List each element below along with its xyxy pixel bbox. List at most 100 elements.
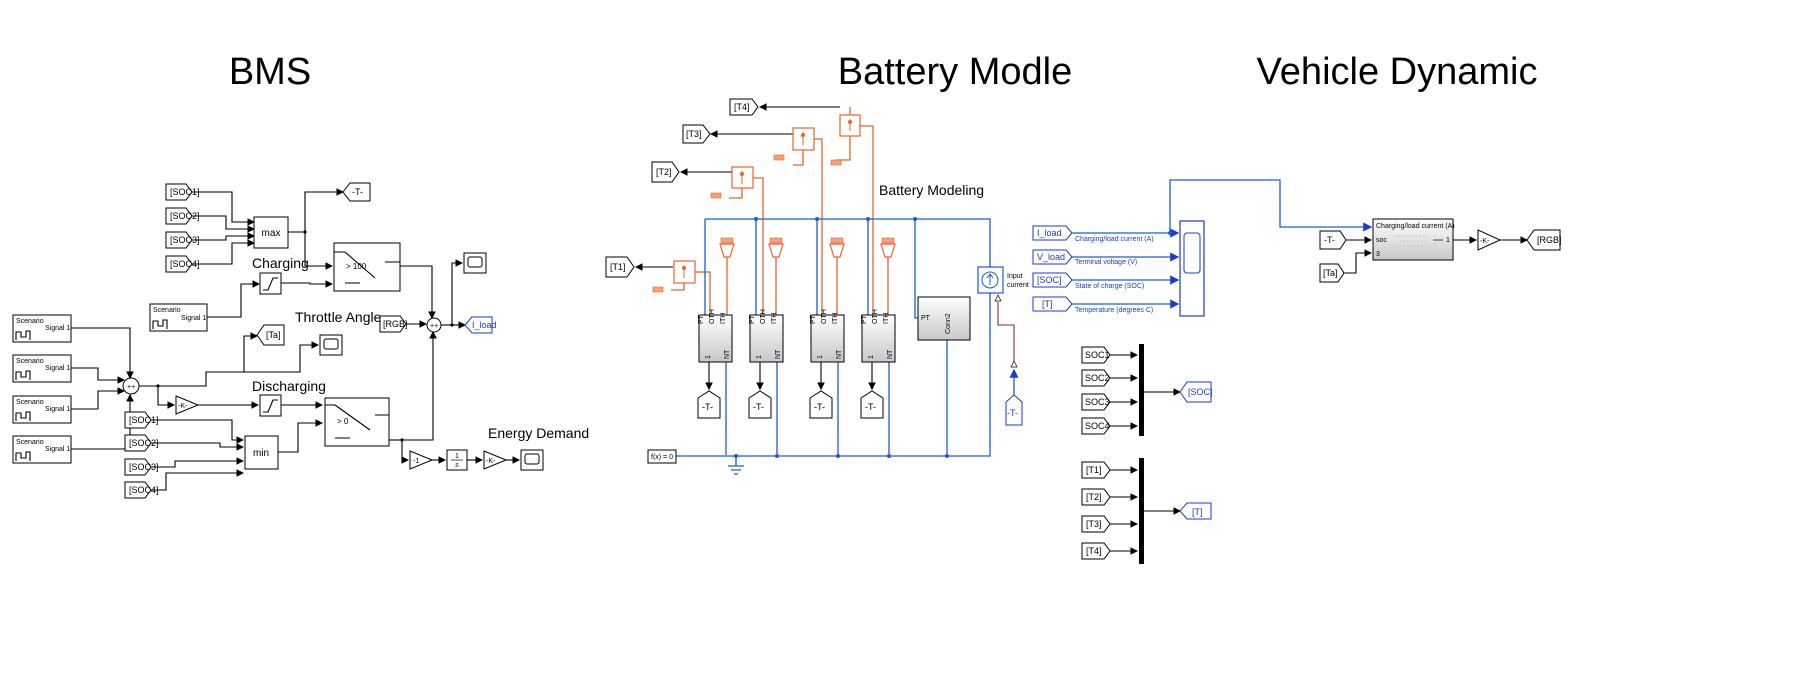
- lookup-table-block[interactable]: Charging/load current (A) soc 3 1: [1372, 218, 1455, 261]
- goto-tag-ta[interactable]: [Ta]: [256, 324, 285, 346]
- goto-tag-i-load[interactable]: I_load: [464, 316, 497, 334]
- mux-soc[interactable]: [1139, 344, 1144, 436]
- solver-config[interactable]: f(x) = 0: [647, 449, 677, 464]
- temp-sensor-1[interactable]: [673, 260, 696, 284]
- from-tag-v-load[interactable]: V_load: [1032, 249, 1073, 265]
- battery-cell-2[interactable]: PT OTH ITH 1 NT: [749, 309, 784, 363]
- from-tag-t-vehicle[interactable]: -T-: [1319, 230, 1347, 250]
- goto-tag-t3[interactable]: [T3]: [682, 124, 711, 144]
- from-tag-t2-mux[interactable]: [T2]: [1081, 488, 1111, 506]
- scope-throttle[interactable]: [319, 334, 343, 356]
- goto-tag-t[interactable]: -T-: [342, 182, 371, 202]
- from-tag-rgb[interactable]: [RGB]: [379, 315, 408, 333]
- connection-conn2[interactable]: PT Conn2: [917, 296, 971, 341]
- tag-label: V_load: [1037, 252, 1065, 262]
- port-pt: PT: [861, 314, 868, 324]
- from-tag-t1-mux[interactable]: [T1]: [1081, 461, 1111, 479]
- convection-2[interactable]: [768, 237, 784, 258]
- from-tag-soc3[interactable]: [SOC3]: [165, 231, 200, 249]
- saturation-charging[interactable]: [259, 272, 282, 295]
- signal-temperature: Temperature (degrees C): [1075, 307, 1153, 314]
- goto-tag-rgb[interactable]: [RGB]: [1526, 229, 1562, 251]
- temp-sensor-3[interactable]: [792, 127, 815, 151]
- goto-tag-t-b3[interactable]: -T-: [809, 390, 833, 419]
- gain-discharging[interactable]: -K-: [175, 395, 200, 415]
- switch-discharging[interactable]: > 0: [324, 397, 390, 447]
- port-ith: ITH: [832, 313, 839, 324]
- scenario-label: Scenario: [16, 439, 44, 446]
- battery-cell-3[interactable]: PT OTH ITH 1 NT: [810, 309, 845, 363]
- goto-tag-t4[interactable]: [T4]: [729, 98, 759, 116]
- scenario-1[interactable]: Scenario Signal 1: [12, 314, 72, 343]
- switch-threshold: > 100: [346, 262, 367, 271]
- from-tag-t3-mux[interactable]: [T3]: [1081, 515, 1111, 533]
- tag-label: -T-: [865, 402, 876, 412]
- convection-3[interactable]: [829, 237, 845, 258]
- battery-cell-4[interactable]: PT OTH ITH 1 NT: [861, 309, 896, 363]
- from-tag-soc3-mux[interactable]: SOC3: [1081, 393, 1111, 411]
- port-nt: NT: [724, 349, 731, 359]
- from-tag-soc2[interactable]: [SOC2]: [165, 207, 200, 225]
- max-block[interactable]: max: [253, 216, 289, 249]
- from-tag-soc3-b[interactable]: [SOC3]: [124, 458, 159, 476]
- from-tag-t-scope[interactable]: [T]: [1032, 296, 1073, 312]
- from-tag-ta-vehicle[interactable]: [Ta]: [1319, 263, 1345, 283]
- gain-neg1[interactable]: -1: [409, 450, 434, 470]
- saturation-discharging[interactable]: [259, 394, 282, 417]
- signal-label: Signal 1: [45, 406, 70, 413]
- from-tag-soc2-mux[interactable]: SOC2: [1081, 369, 1111, 387]
- from-tag-soc1[interactable]: [SOC1]: [165, 183, 200, 201]
- temp-sensor-2[interactable]: [731, 166, 754, 189]
- temp-sensor-4[interactable]: [839, 114, 861, 137]
- from-tag-t4-mux[interactable]: [T4]: [1081, 542, 1111, 560]
- from-tag-soc4-b[interactable]: [SOC4]: [124, 481, 159, 499]
- from-tag-soc1-b[interactable]: [SOC1]: [124, 411, 159, 429]
- switch-charging[interactable]: > 100: [333, 242, 401, 292]
- goto-tag-t2[interactable]: [T2]: [651, 161, 680, 183]
- goto-tag-soc[interactable]: [SOC]: [1179, 381, 1213, 403]
- convection-4[interactable]: [880, 237, 896, 258]
- tag-label: [T1]: [610, 262, 626, 272]
- scope-battery[interactable]: [1179, 220, 1205, 317]
- from-tag-soc4-mux[interactable]: SOC4: [1081, 417, 1111, 435]
- from-tag-soc2-b[interactable]: [SOC2]: [124, 434, 159, 452]
- scenario-2[interactable]: Scenario Signal 1: [12, 354, 72, 383]
- tag-label: [SOC3]: [170, 235, 200, 245]
- battery-cell-1[interactable]: PT OTH ITH 1 NT: [698, 309, 733, 363]
- from-tag-soc[interactable]: [SOC]: [1032, 272, 1073, 288]
- tag-label: SOC4: [1085, 421, 1110, 431]
- tag-label: [RGB]: [383, 319, 408, 329]
- gain-vehicle[interactable]: -K-: [1477, 229, 1502, 251]
- signal-label: Signal 1: [45, 446, 70, 453]
- goto-tag-t-b1[interactable]: -T-: [697, 390, 721, 419]
- convection-1[interactable]: [719, 237, 735, 258]
- sum-block-load[interactable]: ++: [426, 317, 442, 333]
- goto-tag-t[interactable]: [T]: [1179, 502, 1212, 520]
- sum-block-scenarios[interactable]: ++: [122, 377, 140, 395]
- integrator-block[interactable]: 1 s: [446, 449, 468, 471]
- signal-soc: State of charge (SOC): [1075, 283, 1144, 290]
- goto-tag-t-b4[interactable]: -T-: [860, 390, 884, 419]
- mux-t[interactable]: [1139, 458, 1144, 564]
- scenario-4[interactable]: Scenario Signal 1: [12, 435, 72, 464]
- tag-label: [SOC4]: [129, 485, 159, 495]
- scenario-charging[interactable]: Scenario Signal 1: [149, 303, 208, 332]
- min-block[interactable]: min: [244, 435, 279, 470]
- goto-tag-t1[interactable]: [T1]: [605, 256, 635, 278]
- goto-tag-t-b2[interactable]: -T-: [748, 390, 772, 419]
- solver-label: f(x) = 0: [651, 454, 673, 461]
- from-tag-soc1-mux[interactable]: SOC1: [1081, 346, 1111, 364]
- current-source[interactable]: [977, 266, 1004, 294]
- tag-label: [SOC3]: [129, 462, 159, 472]
- from-tag-t-current[interactable]: -T-: [1005, 394, 1023, 426]
- scope-energy[interactable]: [520, 449, 544, 471]
- bms-title: BMS: [229, 51, 311, 93]
- integrator-den: s: [455, 462, 459, 469]
- from-tag-soc4[interactable]: [SOC4]: [165, 255, 200, 273]
- from-tag-i-load[interactable]: I_load: [1032, 225, 1073, 241]
- gain-energy[interactable]: -K-: [483, 450, 508, 470]
- tag-label: -T-: [702, 402, 713, 412]
- scope-load[interactable]: [463, 252, 487, 274]
- scenario-3[interactable]: Scenario Signal 1: [12, 395, 72, 424]
